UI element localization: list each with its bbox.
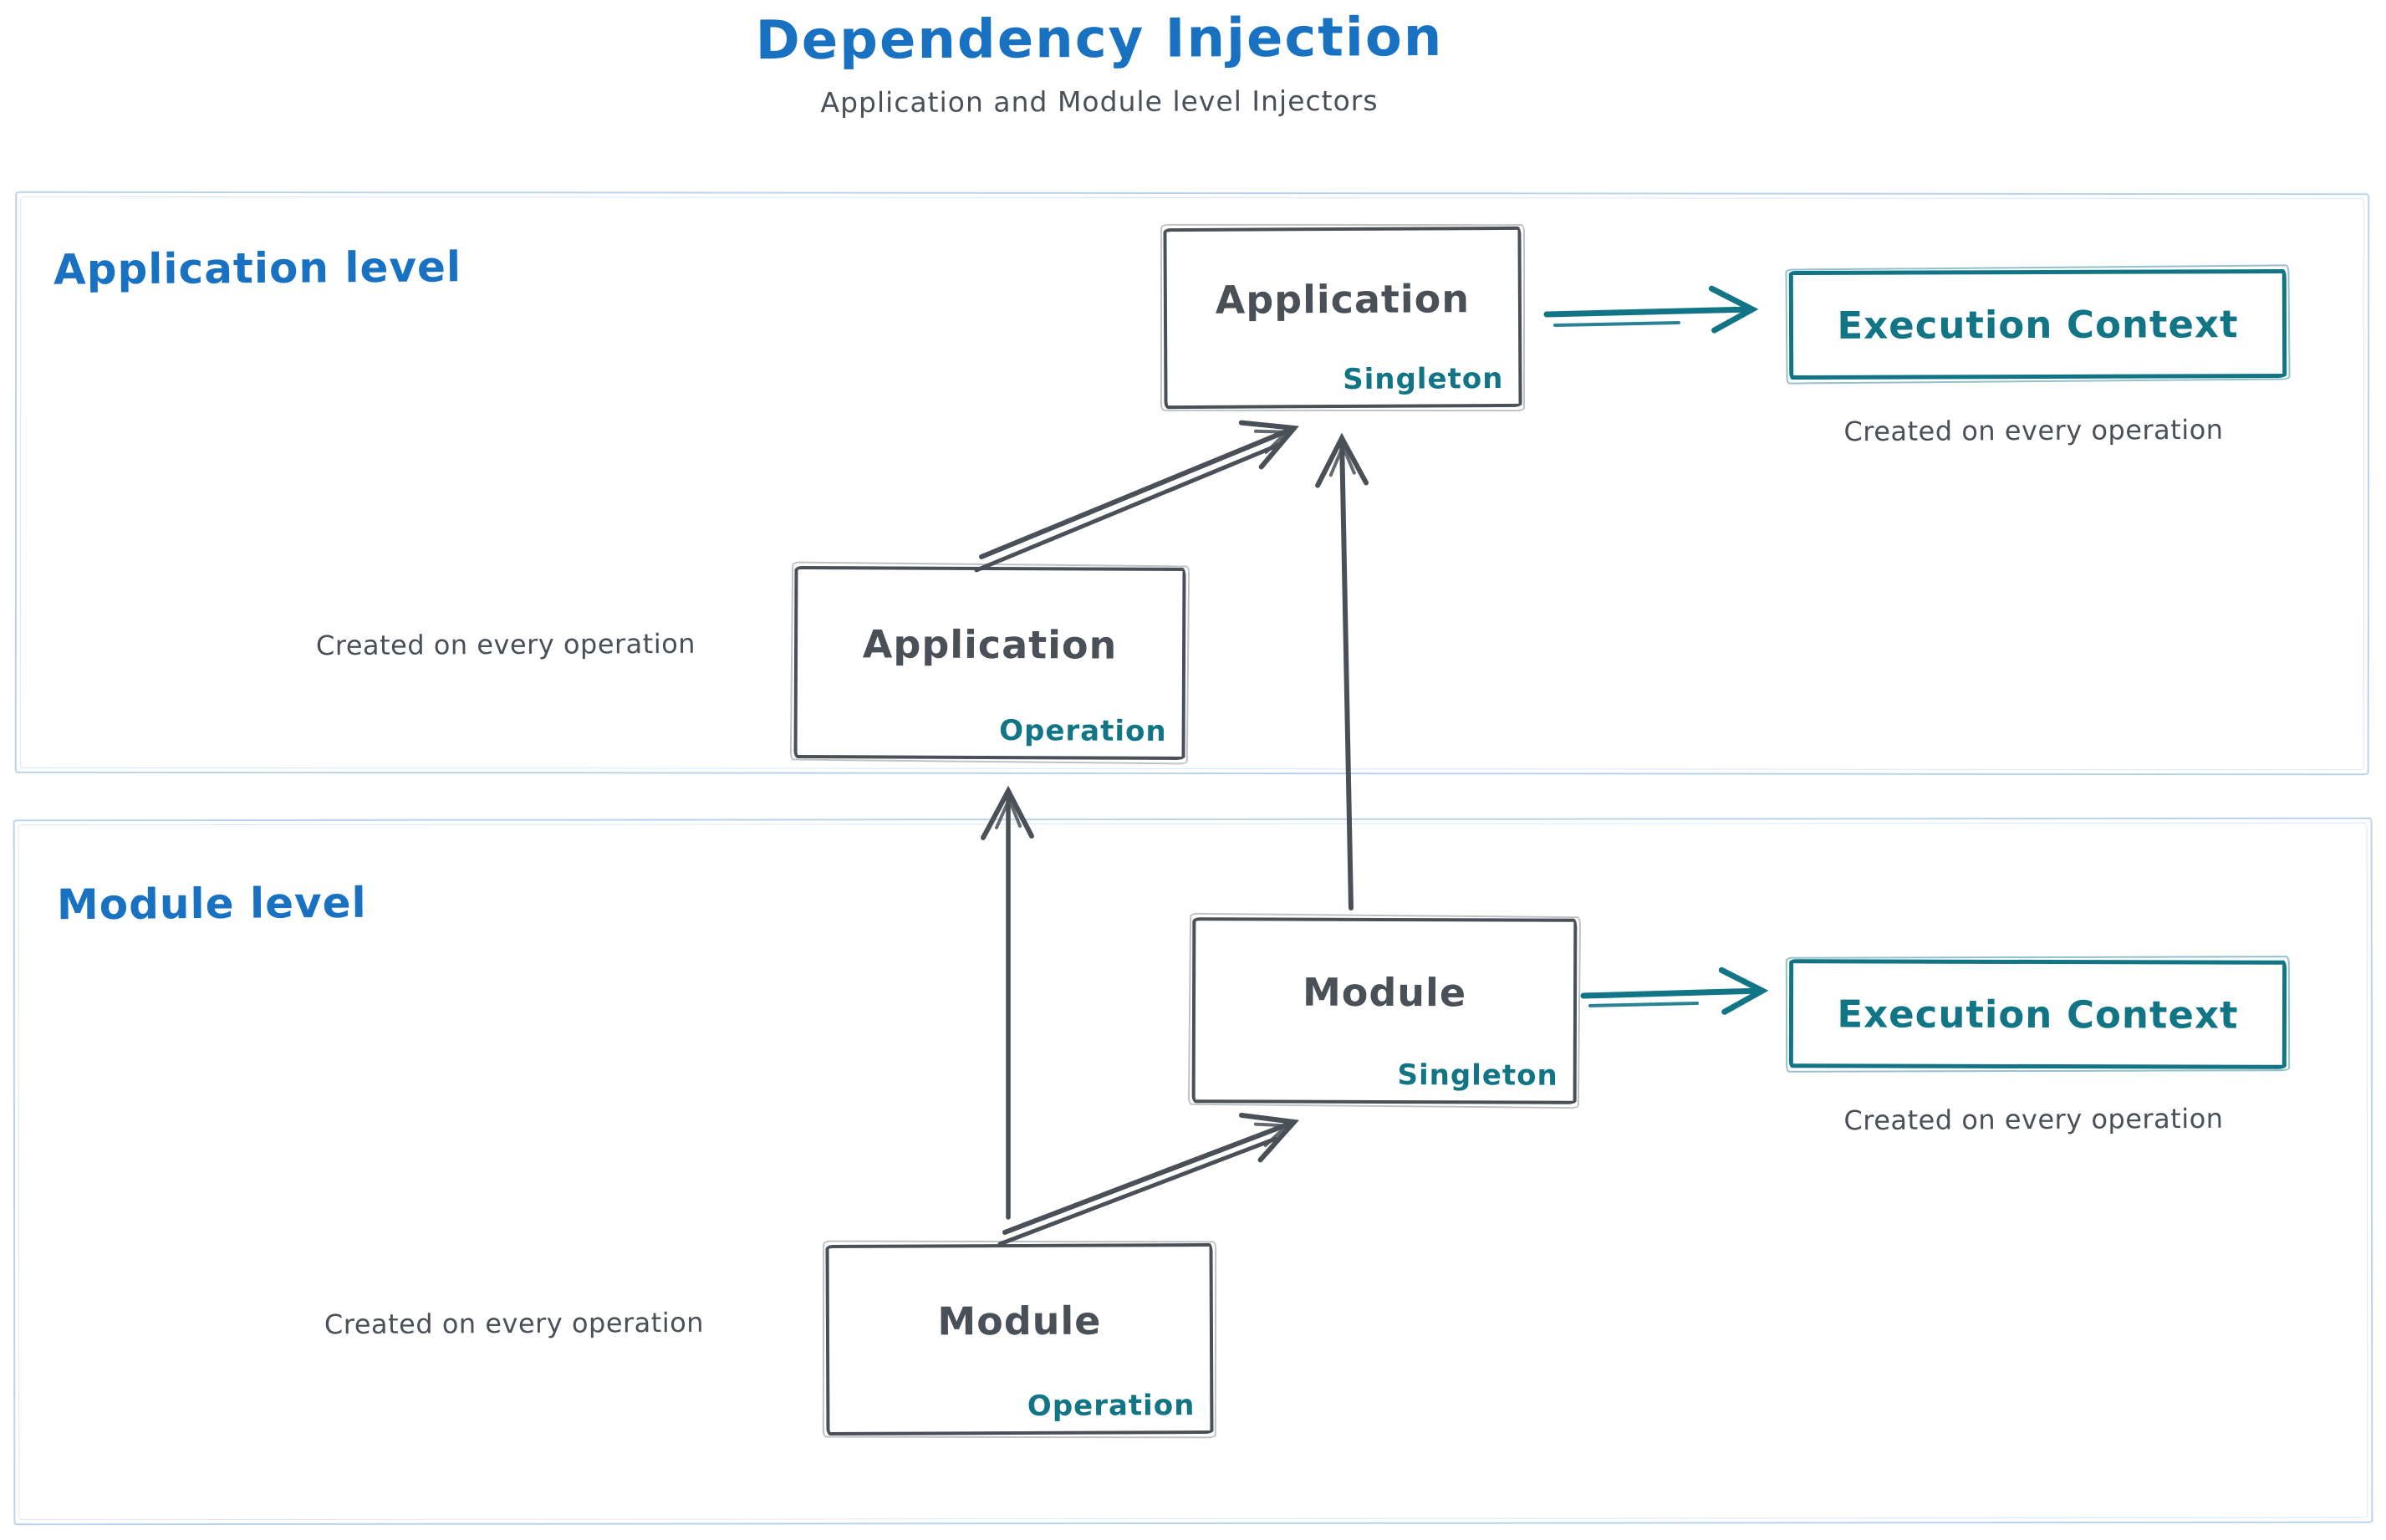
execution-context-label: Execution Context (1837, 301, 2239, 348)
node-application-singleton: Application Singleton (1163, 226, 1522, 410)
application-level-label: Application level (53, 242, 462, 294)
node-title: Application (862, 621, 1118, 668)
node-application-operation: Application Operation (793, 565, 1186, 761)
diagram-title: Dependency Injection (755, 6, 1444, 73)
node-title: Module (1302, 969, 1467, 1016)
scope-badge: Singleton (1343, 361, 1504, 396)
scope-badge: Singleton (1397, 1058, 1558, 1093)
node-module-operation: Module Operation (825, 1242, 1214, 1436)
diagram-header: Dependency Injection Application and Mod… (0, 7, 2199, 120)
node-title: Module (937, 1298, 1102, 1344)
scope-badge: Operation (1027, 1389, 1196, 1423)
execution-context-box-module: Execution Context (1788, 959, 2287, 1069)
module-level-label: Module level (56, 878, 367, 930)
execution-context-box-application: Execution Context (1788, 268, 2287, 380)
node-title: Application (1215, 276, 1471, 323)
node-module-singleton: Module Singleton (1191, 917, 1578, 1104)
execution-context-label: Execution Context (1837, 991, 2239, 1038)
note-application-execution: Created on every operation (1843, 413, 2224, 448)
note-module-execution: Created on every operation (1843, 1102, 2224, 1137)
scope-badge: Operation (999, 714, 1167, 748)
note-application-operation: Created on every operation (315, 627, 696, 662)
note-module-operation: Created on every operation (324, 1306, 705, 1341)
diagram-subtitle: Application and Module level Injectors (820, 84, 1379, 120)
